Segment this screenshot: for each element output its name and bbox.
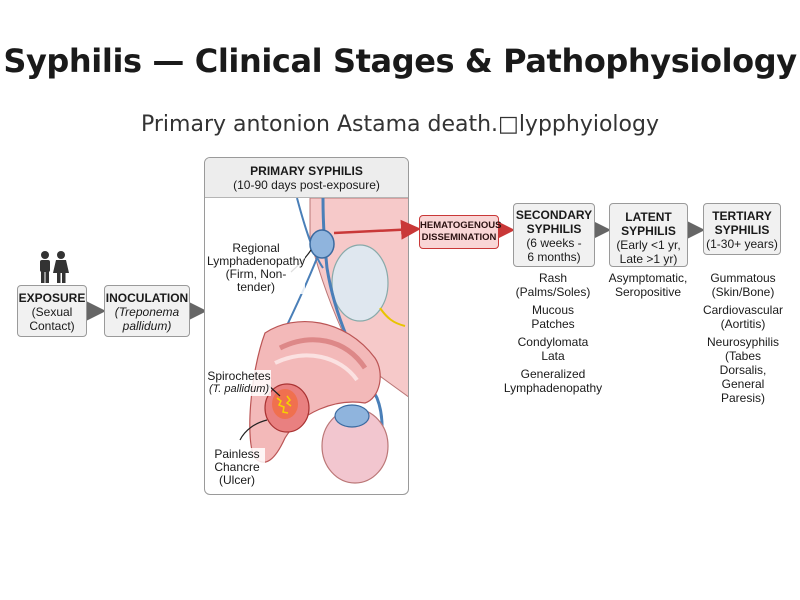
hematogenous-box: HEMATOGENOUS DISSEMINATION [419, 215, 501, 249]
tertiary-features: Gummatous (Skin/Bone) Cardiovascular (Ao… [702, 271, 784, 405]
spirochete-label: Spirochetes (T. pallidum) [207, 369, 271, 396]
latent-features: Asymptomatic, Seropositive [608, 271, 688, 299]
primary-heading: PRIMARY SYPHILIS [250, 164, 363, 178]
inoculation-heading: INOCULATION [105, 291, 189, 305]
inoculation-line2: pallidum) [122, 319, 172, 333]
primary-syphilis-panel: PRIMARY SYPHILIS (10-90 days post-exposu… [204, 157, 409, 495]
lymph-label: Regional Lymphadenopathy (Firm, Non- ten… [207, 241, 306, 294]
exposure-box: EXPOSURE (Sexual Contact) [17, 285, 87, 337]
tertiary-box: TERTIARY SYPHILIS (1-30+ years) [703, 203, 781, 255]
exposure-line2: Contact) [29, 319, 75, 333]
dissemination-arrow [333, 219, 420, 240]
inoculation-line1: (Treponema [114, 305, 180, 319]
chancre-label: Painless Chancre (Ulcer) [209, 448, 265, 487]
page-title: Syphilis — Clinical Stages & Pathophysio… [3, 42, 797, 80]
anatomy-illustration [239, 198, 408, 484]
latent-box: LATENT SYPHILIS (Early <1 yr, Late >1 yr… [609, 203, 688, 267]
secondary-box: SECONDARY SYPHILIS (6 weeks - 6 months) [513, 203, 595, 267]
primary-panel-header: PRIMARY SYPHILIS (10-90 days post-exposu… [205, 158, 408, 198]
couple-icon [40, 251, 69, 283]
inoculation-box: INOCULATION (Treponema pallidum) [104, 285, 190, 337]
exposure-heading: EXPOSURE [18, 291, 86, 305]
primary-duration: (10-90 days post-exposure) [233, 178, 380, 192]
secondary-features: Rash (Palms/Soles) Mucous Patches Condyl… [503, 271, 603, 395]
exposure-line1: (Sexual [31, 305, 73, 319]
page-subtitle: Primary antonion Astama death.□lypphyiol… [141, 112, 659, 137]
